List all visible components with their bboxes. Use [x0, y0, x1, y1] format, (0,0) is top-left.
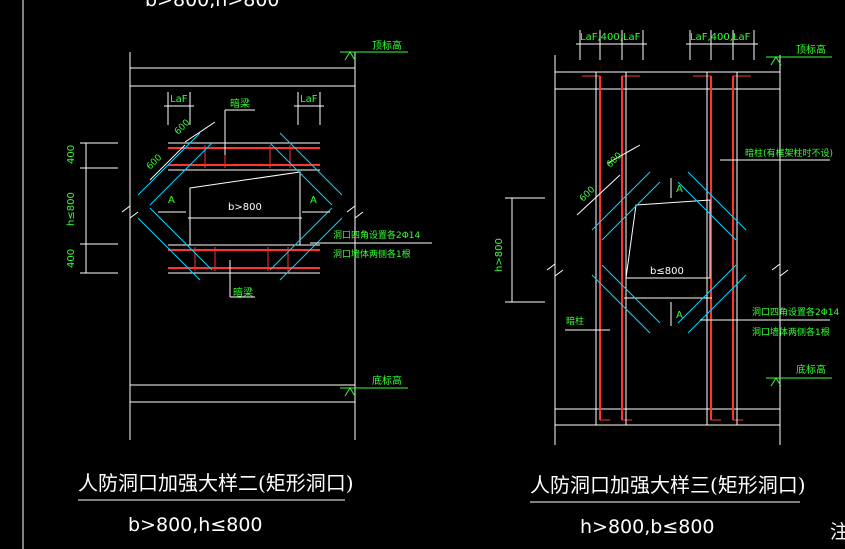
left-dim-600-a: 600 [145, 153, 164, 172]
top-cut-text: b>800,h>800 [145, 0, 280, 11]
left-laf-left: LaF [170, 94, 188, 105]
right-dim-600-a: 600 [578, 185, 597, 204]
right-dark-column-note: 暗柱(有框架柱时不设) [745, 147, 833, 159]
right-subtitle: h>800,b≤800 [580, 516, 715, 538]
right-bottom-level: 底标高 [796, 363, 826, 376]
left-note-line2: 洞口墙体两侧各1根 [333, 248, 411, 260]
right-title: 人防洞口加强大样三(矩形洞口) [530, 473, 806, 497]
right-section-a-top: A [676, 184, 683, 195]
right-note-line1: 洞口四角设置各2Φ14 [752, 306, 840, 318]
left-subtitle: b>800,h≤800 [128, 514, 263, 536]
left-dark-beam-top: 暗梁 [230, 97, 250, 110]
left-detail: 顶标高 底标高 400 h≤800 400 LaF LaF [66, 39, 432, 440]
right-note-line2: 洞口墙体两侧各1根 [752, 326, 830, 338]
left-bottom-level: 底标高 [372, 374, 402, 387]
left-dim-b: b>800 [228, 202, 262, 213]
right-detail: 顶标高 底标高 LaF,400,LaF LaF,400,LaF [494, 30, 840, 445]
left-dim-400-top: 400 [66, 145, 77, 164]
left-laf-right: LaF [300, 94, 318, 105]
left-dim-400-bottom: 400 [66, 249, 77, 268]
left-dim-h: h≤800 [66, 192, 77, 226]
right-laf-group-left: LaF,400,LaF [580, 32, 641, 43]
corner-note: 注 [830, 521, 845, 543]
left-top-level: 顶标高 [372, 39, 402, 52]
left-note-line1: 洞口四角设置各2Φ14 [333, 229, 421, 241]
left-section-a-right: A [310, 195, 317, 206]
right-top-level: 顶标高 [796, 43, 826, 56]
left-title: 人防洞口加强大样二(矩形洞口) [78, 471, 354, 495]
right-dark-column: 暗柱 [566, 315, 584, 327]
right-laf-group-right: LaF,400,LaF [690, 32, 751, 43]
left-section-a-left: A [168, 195, 175, 206]
right-dim-h: h>800 [494, 238, 505, 272]
right-dim-b: b≤800 [650, 266, 684, 277]
left-dark-beam-bottom: 暗梁 [233, 286, 253, 299]
right-section-a-bottom: A [676, 310, 683, 321]
